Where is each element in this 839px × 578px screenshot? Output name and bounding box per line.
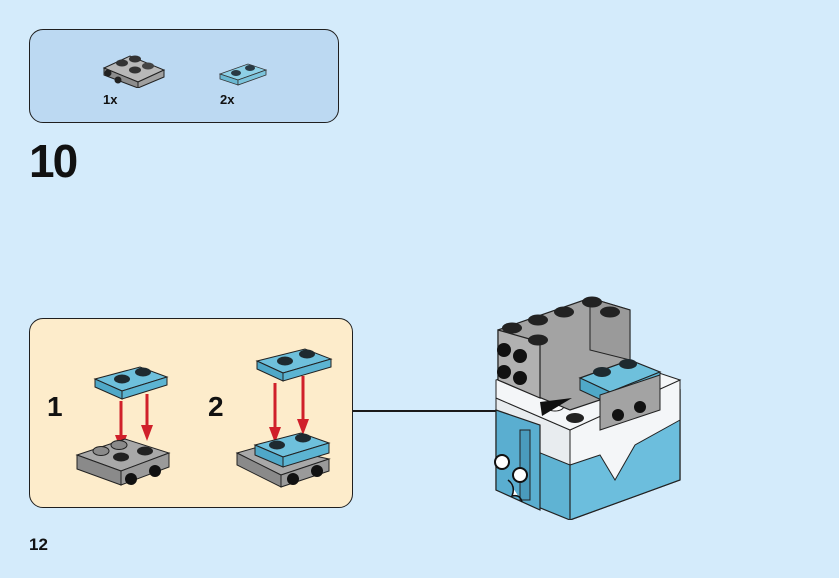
part-gray-bracket-plate (100, 48, 170, 88)
substeps-box: 1 2 (29, 318, 353, 508)
page-number: 12 (29, 535, 48, 554)
step-number: 10 (29, 135, 78, 187)
blue-plate-1x2-icon (218, 63, 268, 86)
penguin-brickheadz-model-icon (494, 296, 682, 521)
part-quantity: 1x (103, 92, 118, 107)
callout-arrow-line (353, 410, 553, 412)
substep-1-illustration (75, 359, 175, 489)
parts-list-box: 1x 2x (29, 29, 339, 123)
model-illustration (480, 280, 690, 525)
part-blue-plate (218, 60, 268, 86)
part-quantity: 2x (220, 92, 235, 107)
substep-label: 2 (208, 391, 224, 422)
substep-2-bricks-icon (235, 348, 333, 488)
substep-1-bricks-icon (75, 366, 171, 486)
substep-label: 1 (47, 391, 63, 422)
substep-2-illustration (235, 341, 335, 491)
gray-bracket-plate-icon (102, 55, 166, 88)
